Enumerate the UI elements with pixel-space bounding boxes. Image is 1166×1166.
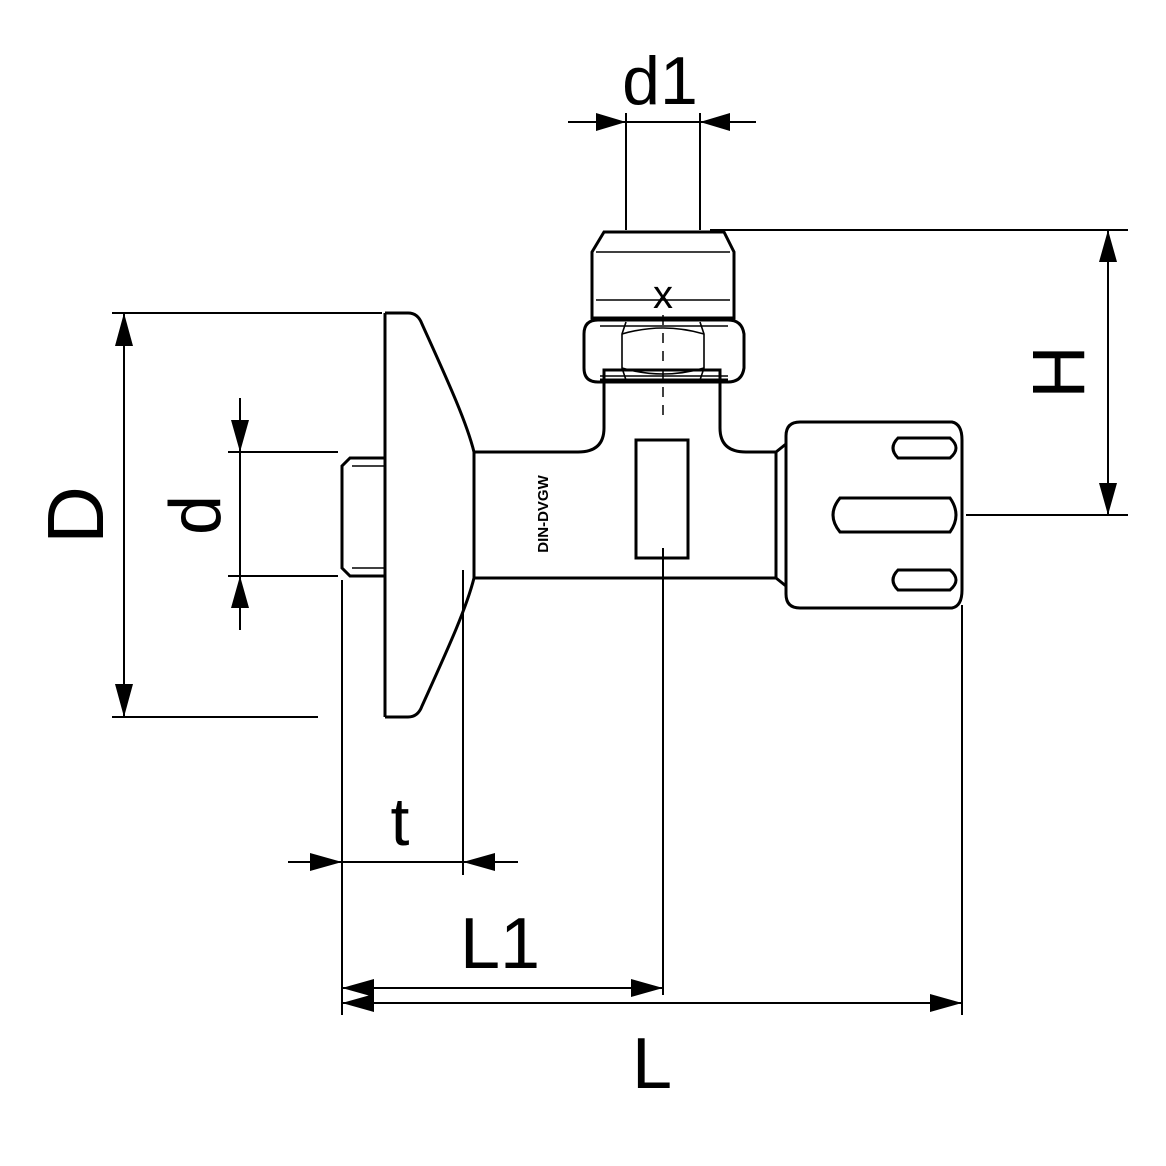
valve-window [634,438,690,560]
dimension-h: H [1017,230,1117,515]
rosette-flange [383,311,476,719]
dimension-d-outer-label: D [31,486,120,544]
pipe-body: DIN-DVGW [472,396,776,580]
din-dvgw-stamp: DIN-DVGW [535,474,552,552]
dimension-l1: L1 [342,904,663,997]
outlet-compression-fitting: x [582,230,746,396]
dimension-l: L [342,994,962,1104]
dimension-l1-label: L1 [460,904,540,984]
dimension-d-outer: D [31,313,133,717]
dimension-t-label: t [391,784,410,860]
handwheel-knob [774,420,964,610]
dimension-t: t [288,784,518,871]
dimension-d1-label: d1 [622,43,698,119]
dimension-d1: d1 [568,43,756,131]
valve-body: DIN-DVGW x [340,230,964,719]
extension-lines [112,113,1128,1015]
dimension-d-inner-label: d [156,495,236,535]
dimension-d-inner: d [156,398,249,630]
dimension-x-label: x [653,273,673,317]
dimension-h-label: H [1017,345,1100,398]
threaded-stub [340,456,385,578]
dimension-l-label: L [632,1024,672,1104]
